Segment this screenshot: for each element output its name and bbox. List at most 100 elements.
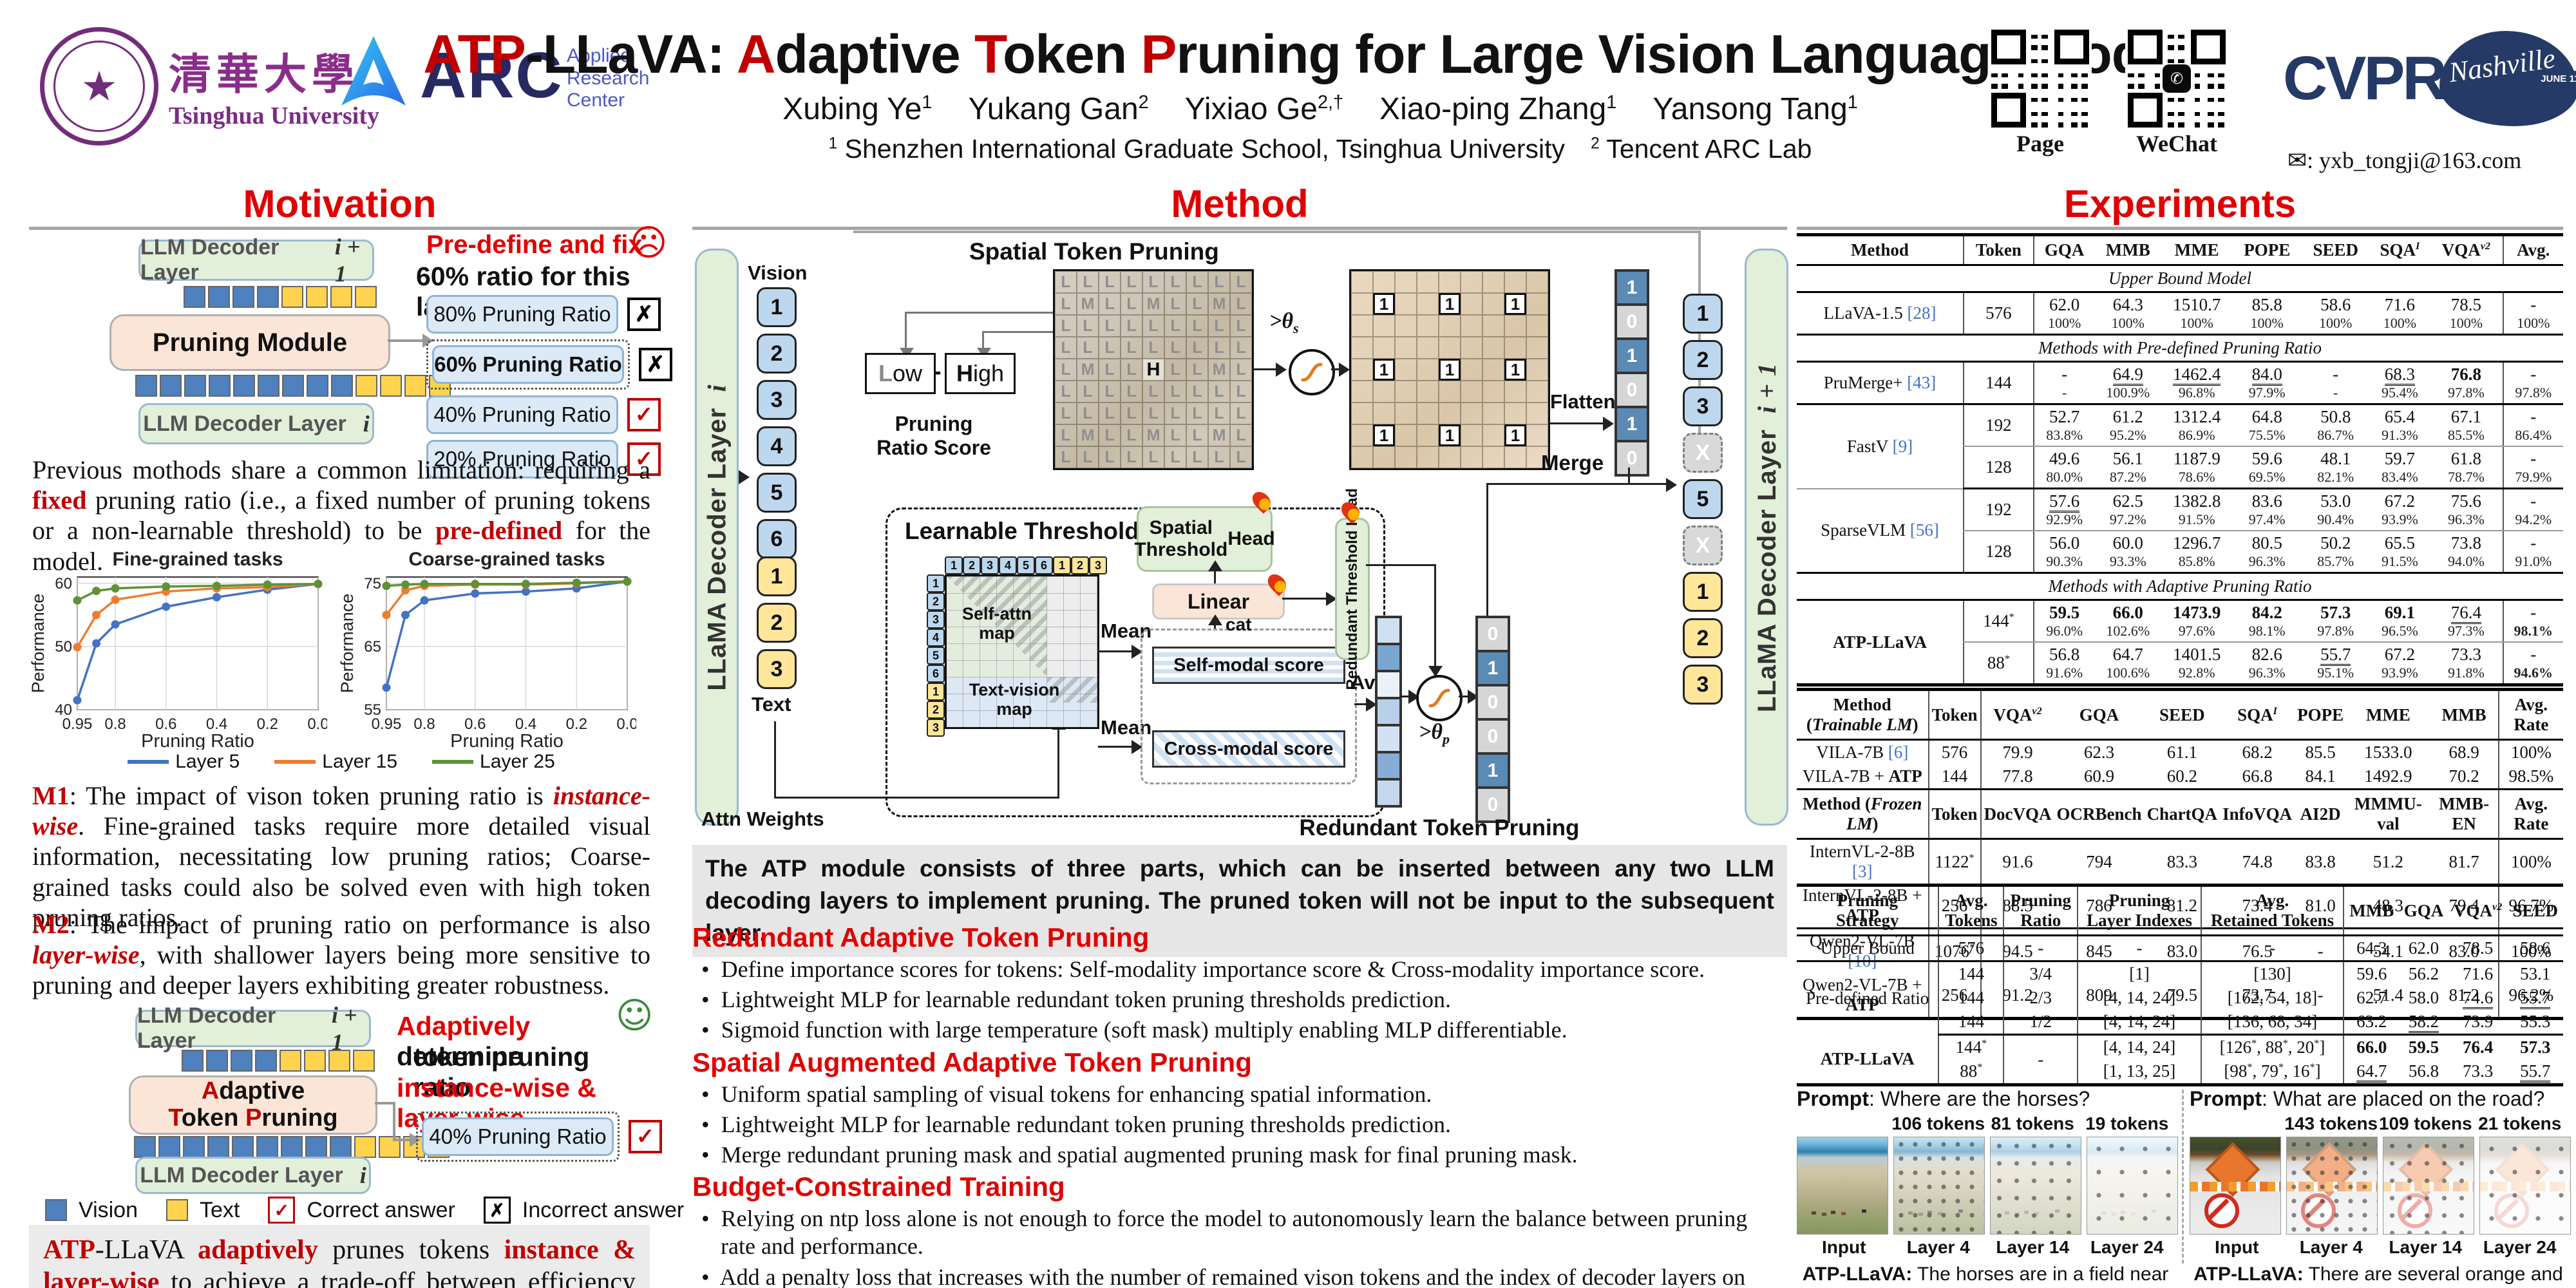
tsinghua-name: 清華大學 Tsinghua University xyxy=(169,40,379,130)
arrow-icon xyxy=(1208,614,1222,625)
column-header: MMMU-val xyxy=(2346,789,2430,840)
token-3: 3 xyxy=(1089,556,1107,574)
token-strip xyxy=(182,1050,375,1072)
mask-bit: 0 xyxy=(1477,788,1509,822)
mask-bit: 1 xyxy=(1616,407,1648,441)
svg-text:Coarse-grained tasks: Coarse-grained tasks xyxy=(408,549,605,570)
vision-token-square xyxy=(160,375,182,397)
table-cell: ATP-LLaVA xyxy=(1820,1048,1915,1068)
bullet: • Sigmoid function with large temperatur… xyxy=(701,1017,1567,1043)
image-label: Layer 14 xyxy=(2389,1237,2463,1257)
token-1: 1 xyxy=(1683,572,1723,612)
atp-overview: The ATP module consists of three parts, … xyxy=(692,845,1787,957)
arc-logo xyxy=(335,33,412,120)
correct-check-icon: ✓ xyxy=(629,1120,662,1153)
prompt-text: Prompt: Where are the horses? xyxy=(1797,1087,2090,1110)
legend-item: ✗Incorrect answer xyxy=(483,1197,684,1224)
column-header: MMB xyxy=(2430,689,2499,741)
vision-token-square xyxy=(233,375,255,397)
wechat-icon: ✆ xyxy=(2163,64,2191,93)
ratio-box: 20% Pruning Ratio xyxy=(426,440,618,478)
table-cell: 576 xyxy=(1962,292,2034,336)
legend-entry: Layer 25 xyxy=(432,751,555,772)
table-cell: 62.0 xyxy=(2399,935,2448,962)
vision-token-square xyxy=(232,1136,254,1158)
image-label: Layer 4 xyxy=(2299,1237,2363,1257)
svg-text:0.95: 0.95 xyxy=(62,715,93,733)
column-header: Avg. xyxy=(2502,234,2563,266)
text-token-square xyxy=(404,375,426,397)
token-3: 3 xyxy=(1683,665,1723,705)
table-cell: 576 xyxy=(1938,935,2004,962)
pruning-mask-overlay xyxy=(2287,1137,2377,1234)
table-cell: 85.5 xyxy=(2305,743,2336,762)
table-cell: [126*, 88*, 20*] xyxy=(2200,1034,2344,1059)
token-2: 2 xyxy=(1683,618,1723,658)
cvpr-guitar-icon: Nashville JUNE 11-15, 2025 xyxy=(2439,31,2576,126)
sad-face-icon: ☹ xyxy=(630,222,668,264)
svg-text:60: 60 xyxy=(55,575,72,592)
table-cell: 73.3 xyxy=(2462,1061,2494,1081)
table-cell: 144 xyxy=(1938,1010,2004,1036)
svg-text:55: 55 xyxy=(364,701,381,719)
text-token-square xyxy=(353,1050,375,1072)
vision-token-square xyxy=(183,1136,205,1158)
adaptive-ratio: 40% Pruning Ratio✓ xyxy=(416,1112,662,1162)
legend-item: Text xyxy=(166,1197,240,1224)
table-cell: 55.7 xyxy=(2507,1059,2563,1085)
score-strip xyxy=(1375,616,1402,808)
pruning-mask-overlay xyxy=(2480,1137,2570,1234)
pruning-mask-overlay xyxy=(1894,1137,1984,1234)
column-header: Method (Trainable LM) xyxy=(1797,689,1929,741)
llama-decoder-layer-i: LLaMA Decoder Layer i xyxy=(695,249,739,826)
learnable-thresholds-title: Learnable Thresholds xyxy=(905,518,1153,544)
tsinghua-en: Tsinghua University xyxy=(169,102,379,129)
theta-s-label: >θs xyxy=(1269,309,1299,336)
column-header: VQAv2 xyxy=(2430,234,2503,266)
token-X: X xyxy=(1683,433,1723,473)
predefine-note: Pre-define and fix xyxy=(426,231,643,259)
beach-image-input xyxy=(1797,1137,1888,1235)
method-section: Redundant Adaptive Token Pruning• Define… xyxy=(692,922,1787,1045)
pruning-mask-overlay xyxy=(2383,1137,2474,1234)
happy-face-icon: ☺ xyxy=(616,995,654,1037)
model-answer: ATP-LLaVA: There are several orange and … xyxy=(2190,1264,2566,1288)
svg-text:0.6: 0.6 xyxy=(155,715,176,733)
table-cell: 55.7 xyxy=(2507,986,2563,1010)
vision-label: Vision xyxy=(748,261,808,284)
table-cell: 58.2 xyxy=(2399,1010,2448,1036)
arrow-icon xyxy=(1132,740,1142,754)
table-cell: 144 xyxy=(1962,361,2034,405)
token-5: 5 xyxy=(1683,479,1723,519)
scores-box xyxy=(1141,629,1357,784)
table-cell: 51.2 xyxy=(2372,851,2403,871)
text-label: Text xyxy=(752,693,791,715)
table-cell: 61.1 xyxy=(2166,743,2197,762)
vision-token-square xyxy=(282,375,304,397)
beach-image-layer xyxy=(1893,1137,1985,1235)
table-cell: 74.6 xyxy=(2448,986,2508,1010)
qr-page: Page xyxy=(1989,27,2092,157)
road-image-layer xyxy=(2286,1137,2378,1235)
text-token-square xyxy=(355,375,377,397)
